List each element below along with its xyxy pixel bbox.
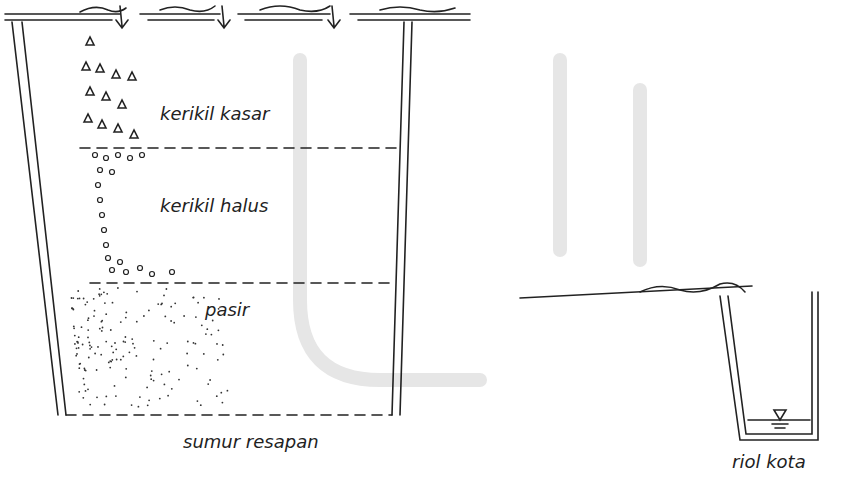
caption-label: riol kota bbox=[732, 452, 806, 472]
layer-label: pasir bbox=[205, 300, 249, 320]
layer-label: kerikil halus bbox=[160, 196, 268, 216]
layer-label: kerikil kasar bbox=[160, 104, 269, 124]
caption-label: sumur resapan bbox=[183, 432, 319, 452]
